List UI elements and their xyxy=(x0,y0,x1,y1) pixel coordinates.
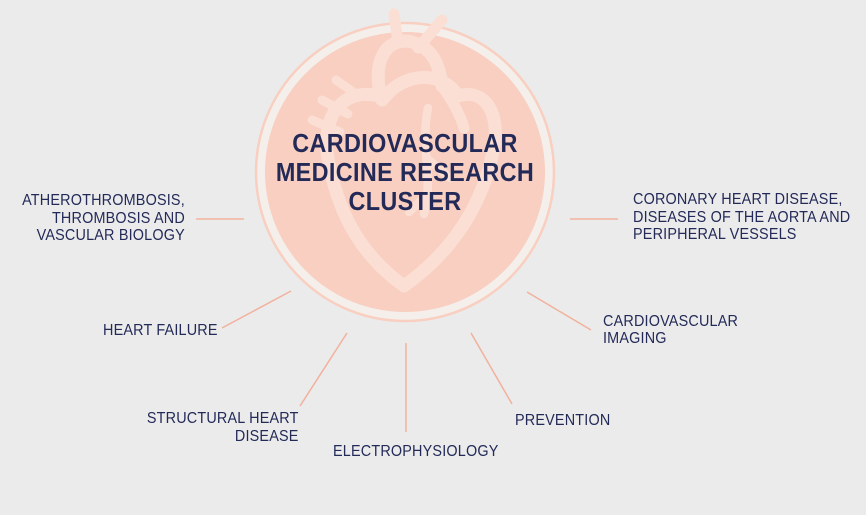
branch-label-line: DISEASE xyxy=(235,428,299,445)
connector-lines xyxy=(196,218,618,432)
branch-label-line: PERIPHERAL VESSELS xyxy=(633,226,797,243)
heart-icon xyxy=(307,8,502,293)
branch-label-heart-failure: HEART FAILURE xyxy=(103,322,218,340)
branch-label-line: CORONARY HEART DISEASE, xyxy=(633,191,843,208)
branch-label-line: PREVENTION xyxy=(515,412,611,429)
cluster-title-line: CLUSTER xyxy=(348,186,462,216)
branch-label-prevention: PREVENTION xyxy=(515,412,610,430)
connector-structural-heart-disease xyxy=(299,332,348,407)
cluster-title: CARDIOVASCULAR MEDICINE RESEARCH CLUSTER xyxy=(261,129,549,216)
branch-label-line: DISEASES OF THE AORTA AND xyxy=(633,208,851,226)
branch-label-atherothrombosis-thrombosis-and-vascular-biology: ATHEROTHROMBOSIS, THROMBOSIS AND VASCULA… xyxy=(22,192,185,245)
branch-label-line: THROMBOSIS AND xyxy=(52,209,185,227)
branch-label-line: STRUCTURAL HEART xyxy=(147,410,299,427)
branch-label-line: ELECTROPHYSIOLOGY xyxy=(333,443,499,460)
connector-cardiovascular-imaging xyxy=(526,291,592,331)
branch-label-coronary-heart-disease: CORONARY HEART DISEASE, DISEASES OF THE … xyxy=(633,191,850,244)
branch-label-cardiovascular-imaging: CARDIOVASCULAR IMAGING xyxy=(603,313,738,347)
branch-label-line: VASCULAR BIOLOGY xyxy=(36,227,185,244)
connector-prevention xyxy=(470,332,513,405)
branch-label-electrophysiology: ELECTROPHYSIOLOGY xyxy=(333,443,499,461)
branch-label-line: CARDIOVASCULAR xyxy=(603,313,739,330)
connector-heart-failure xyxy=(221,290,292,329)
cluster-title-line: CARDIOVASCULAR xyxy=(292,128,518,158)
branch-label-line: HEART FAILURE xyxy=(103,322,218,339)
branch-label-line: ATHEROTHROMBOSIS, xyxy=(22,192,185,209)
cluster-title-line: MEDICINE RESEARCH xyxy=(275,157,535,187)
branch-label-structural-heart-disease: STRUCTURAL HEART DISEASE xyxy=(147,410,299,446)
branch-label-line: IMAGING xyxy=(603,330,667,347)
